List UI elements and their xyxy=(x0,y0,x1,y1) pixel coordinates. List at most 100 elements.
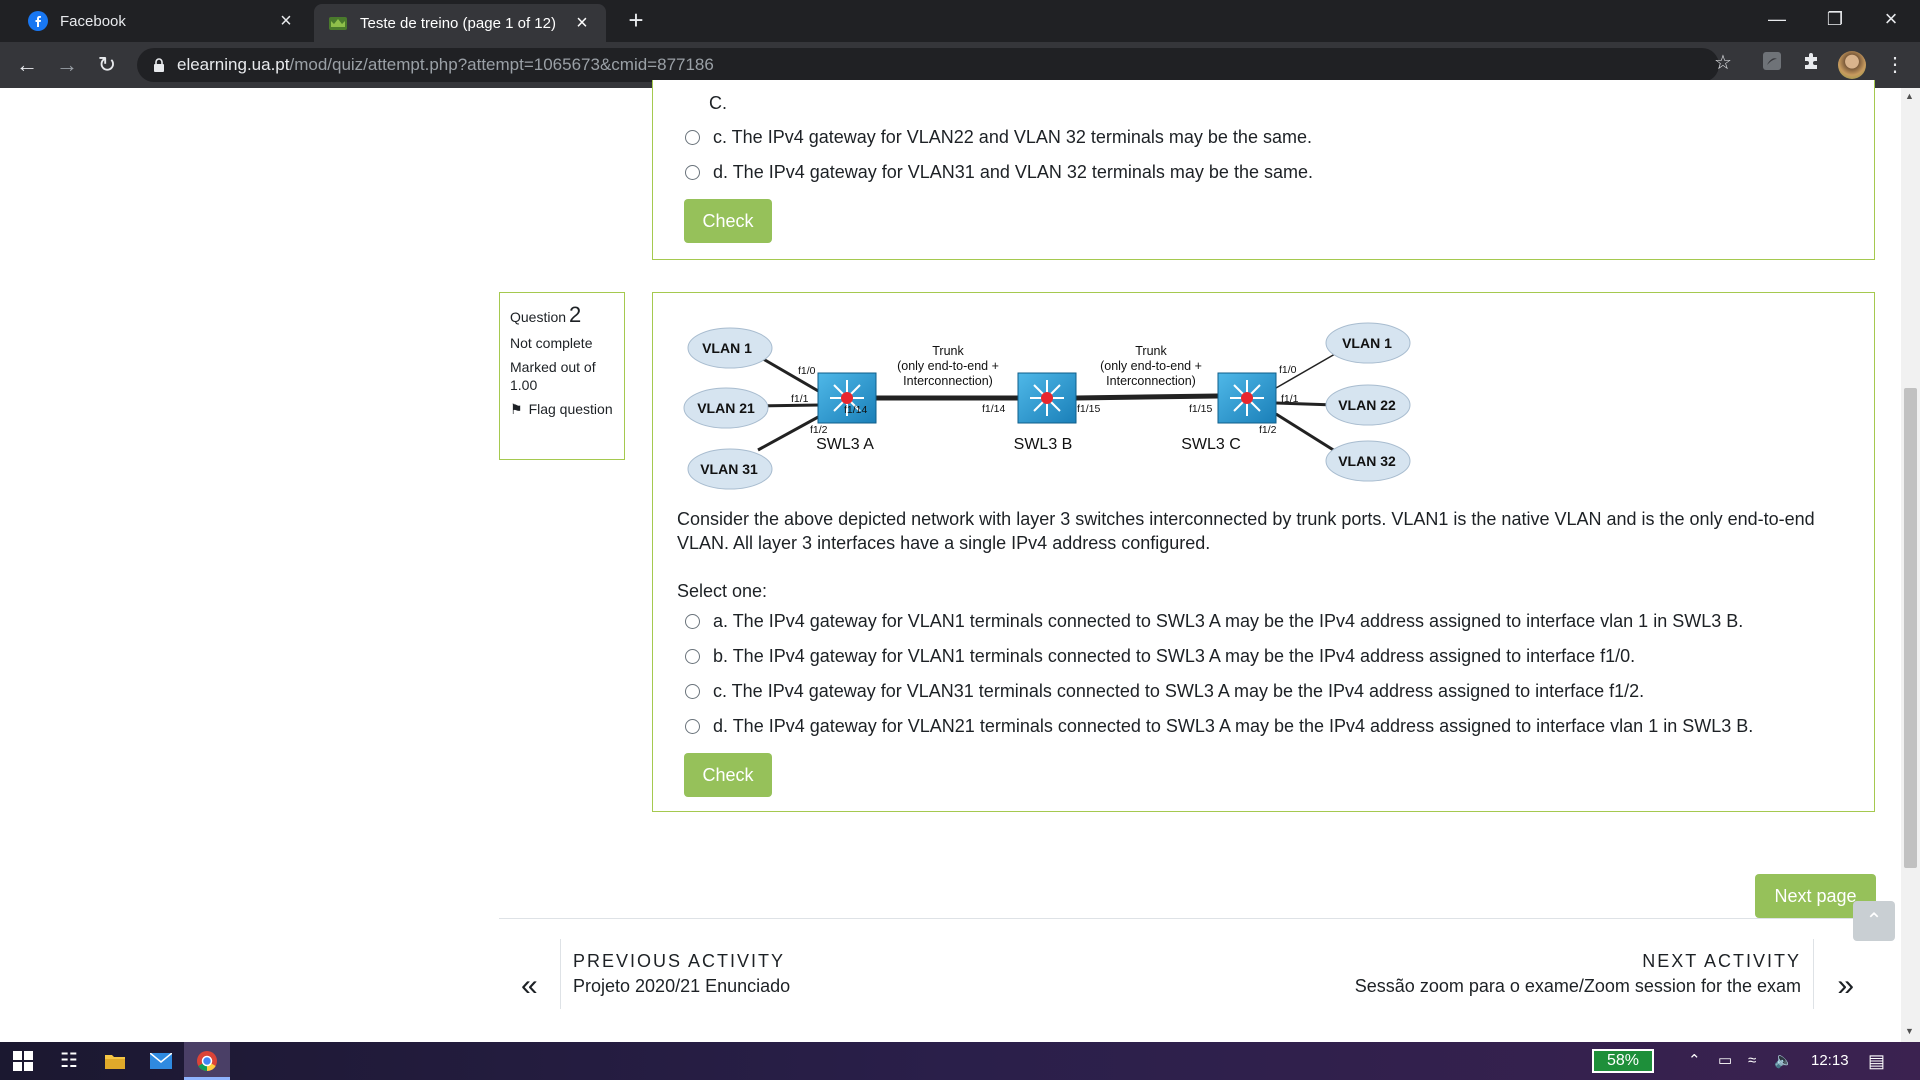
network-links xyxy=(757,353,1336,453)
question-2-option-c[interactable]: c. The IPv4 gateway for VLAN31 terminals… xyxy=(685,681,1644,702)
question-number: 2 xyxy=(569,302,582,327)
volume-icon[interactable]: 🔈 xyxy=(1774,1052,1793,1069)
port-label: f1/14 xyxy=(982,403,1006,415)
notification-icon[interactable]: ▤ xyxy=(1868,1051,1886,1071)
close-icon[interactable]: × xyxy=(280,10,292,32)
wifi-icon[interactable]: ≈ xyxy=(1748,1052,1757,1069)
switch-icon xyxy=(817,372,877,424)
windows-taskbar: ☷ 58% ⌃ ▭ ≈ 🔈 12:13 ▤ xyxy=(0,1042,1920,1080)
question-2-option-d[interactable]: d. The IPv4 gateway for VLAN21 terminals… xyxy=(685,716,1753,737)
question-1-box xyxy=(652,80,1875,260)
double-chevron-left-icon[interactable]: « xyxy=(521,969,538,1002)
option-label: a. The IPv4 gateway for VLAN1 terminals … xyxy=(713,611,1744,631)
question-1-option-d[interactable]: d. The IPv4 gateway for VLAN31 and VLAN … xyxy=(685,162,1313,183)
divider xyxy=(560,939,561,1009)
vlan-cloud xyxy=(1325,440,1411,482)
divider xyxy=(1813,939,1814,1009)
battery-icon[interactable]: ▭ xyxy=(1718,1052,1733,1069)
radio-button[interactable] xyxy=(685,684,700,699)
question-2-text: Consider the above depicted network with… xyxy=(677,509,1815,553)
vlan-clouds xyxy=(683,322,1411,490)
port-label: f1/14 xyxy=(844,404,868,416)
windows-start-icon[interactable] xyxy=(0,1042,46,1080)
tab-facebook[interactable]: Facebook × xyxy=(14,0,310,42)
back-icon[interactable]: ← xyxy=(16,52,38,77)
question-marks: Marked out of 1.00 xyxy=(510,359,596,393)
battery-indicator[interactable]: 58% xyxy=(1592,1049,1654,1073)
port-label: f1/15 xyxy=(1189,403,1213,415)
switch-icon xyxy=(1017,372,1077,424)
mail-icon[interactable] xyxy=(138,1042,184,1080)
minimize-button[interactable]: — xyxy=(1768,9,1786,29)
option-label: b. The IPv4 gateway for VLAN1 terminals … xyxy=(713,646,1636,666)
previous-activity-heading: PREVIOUS ACTIVITY xyxy=(573,951,786,971)
next-activity-title: Sessão zoom para o exame/Zoom session fo… xyxy=(1354,976,1801,996)
radio-button[interactable] xyxy=(685,649,700,664)
vlan-cloud xyxy=(1325,384,1411,426)
radio-button[interactable] xyxy=(685,614,700,629)
double-chevron-right-icon[interactable]: » xyxy=(1837,969,1854,1002)
port-label: f1/0 xyxy=(798,365,816,377)
select-one-label: Select one: xyxy=(677,581,768,601)
url-domain: elearning.ua.pt xyxy=(177,55,290,74)
option-label: c. The IPv4 gateway for VLAN31 terminals… xyxy=(713,681,1645,701)
previous-activity-link[interactable]: PREVIOUS ACTIVITY Projeto 2020/21 Enunci… xyxy=(573,951,790,997)
page-scrollbar[interactable]: ▲ ▼ xyxy=(1901,88,1920,1042)
port-label: f1/1 xyxy=(791,393,809,405)
previous-activity-title: Projeto 2020/21 Enunciado xyxy=(573,976,791,996)
file-explorer-icon[interactable] xyxy=(92,1042,138,1080)
activity-navigation: « PREVIOUS ACTIVITY Projeto 2020/21 Enun… xyxy=(499,918,1876,1028)
scroll-down-arrow-icon[interactable]: ▼ xyxy=(1905,1026,1914,1036)
tab-quiz[interactable]: Teste de treino (page 1 of 12) × xyxy=(314,4,606,42)
flag-label: Flag question xyxy=(528,401,613,417)
browser-tab-strip: Facebook × Teste de treino (page 1 of 12… xyxy=(0,0,1920,42)
profile-avatar[interactable] xyxy=(1838,51,1866,79)
scroll-up-arrow-icon[interactable]: ▲ xyxy=(1905,91,1914,101)
lock-icon xyxy=(154,58,164,72)
switch-icons xyxy=(817,372,1277,424)
close-icon[interactable]: × xyxy=(576,12,588,34)
back-to-top-button[interactable]: ⌃ xyxy=(1853,901,1895,941)
radio-button[interactable] xyxy=(685,165,700,180)
next-activity-link[interactable]: NEXT ACTIVITY Sessão zoom para o exame/Z… xyxy=(1355,951,1801,997)
clock-time[interactable]: 12:13 xyxy=(1811,1052,1849,1069)
flag-question-link[interactable]: ⚑ Flag question xyxy=(510,400,614,418)
vlan-label: VLAN 32 xyxy=(1338,453,1396,469)
pdf-extension-icon[interactable] xyxy=(1757,50,1787,80)
question-1-check-button[interactable]: Check xyxy=(684,199,772,243)
scrollbar-thumb[interactable] xyxy=(1904,388,1917,868)
trunk-label: Trunk xyxy=(1135,344,1167,358)
address-bar[interactable]: elearning.ua.pt/mod/quiz/attempt.php?att… xyxy=(137,48,1719,82)
radio-button[interactable] xyxy=(685,719,700,734)
port-label: f1/2 xyxy=(810,424,828,436)
option-label: d. The IPv4 gateway for VLAN31 and VLAN … xyxy=(713,162,1313,182)
vlan-label: VLAN 1 xyxy=(702,340,752,356)
question-2-option-a[interactable]: a. The IPv4 gateway for VLAN1 terminals … xyxy=(685,611,1743,632)
vlan-label: VLAN 1 xyxy=(1342,335,1392,351)
chrome-icon[interactable] xyxy=(184,1042,230,1080)
switch-icon xyxy=(1217,372,1277,424)
question-2-check-button[interactable]: Check xyxy=(684,753,772,797)
switch-label: SWL3 B xyxy=(1014,436,1073,453)
port-label: f1/0 xyxy=(1279,364,1297,376)
radio-button[interactable] xyxy=(685,130,700,145)
restore-button[interactable]: ❐ xyxy=(1826,9,1844,29)
vlan-cloud xyxy=(683,387,769,429)
new-tab-button[interactable]: + xyxy=(628,5,644,35)
task-view-icon[interactable]: ☷ xyxy=(60,1050,78,1072)
question-1-option-c[interactable]: c. The IPv4 gateway for VLAN22 and VLAN … xyxy=(685,127,1312,148)
trunk-label: Interconnection) xyxy=(903,374,993,388)
bookmark-star-icon[interactable]: ☆ xyxy=(1714,52,1732,74)
forward-icon[interactable]: → xyxy=(56,52,78,77)
chevron-up-icon[interactable]: ⌃ xyxy=(1688,1052,1701,1069)
close-window-button[interactable]: × xyxy=(1884,6,1898,31)
question-2-option-b[interactable]: b. The IPv4 gateway for VLAN1 terminals … xyxy=(685,646,1635,667)
menu-dots-icon[interactable]: ⋮ xyxy=(1885,54,1905,76)
reload-icon[interactable]: ↻ xyxy=(97,52,117,77)
option-label: c. The IPv4 gateway for VLAN22 and VLAN … xyxy=(713,127,1312,147)
vlan-label: VLAN 31 xyxy=(700,461,758,477)
network-diagram: VLAN 1 VLAN 21 VLAN 31 VLAN 1 VLAN 22 VL… xyxy=(683,322,1411,490)
extensions-puzzle-icon[interactable] xyxy=(1797,50,1827,80)
facebook-icon xyxy=(28,11,48,31)
